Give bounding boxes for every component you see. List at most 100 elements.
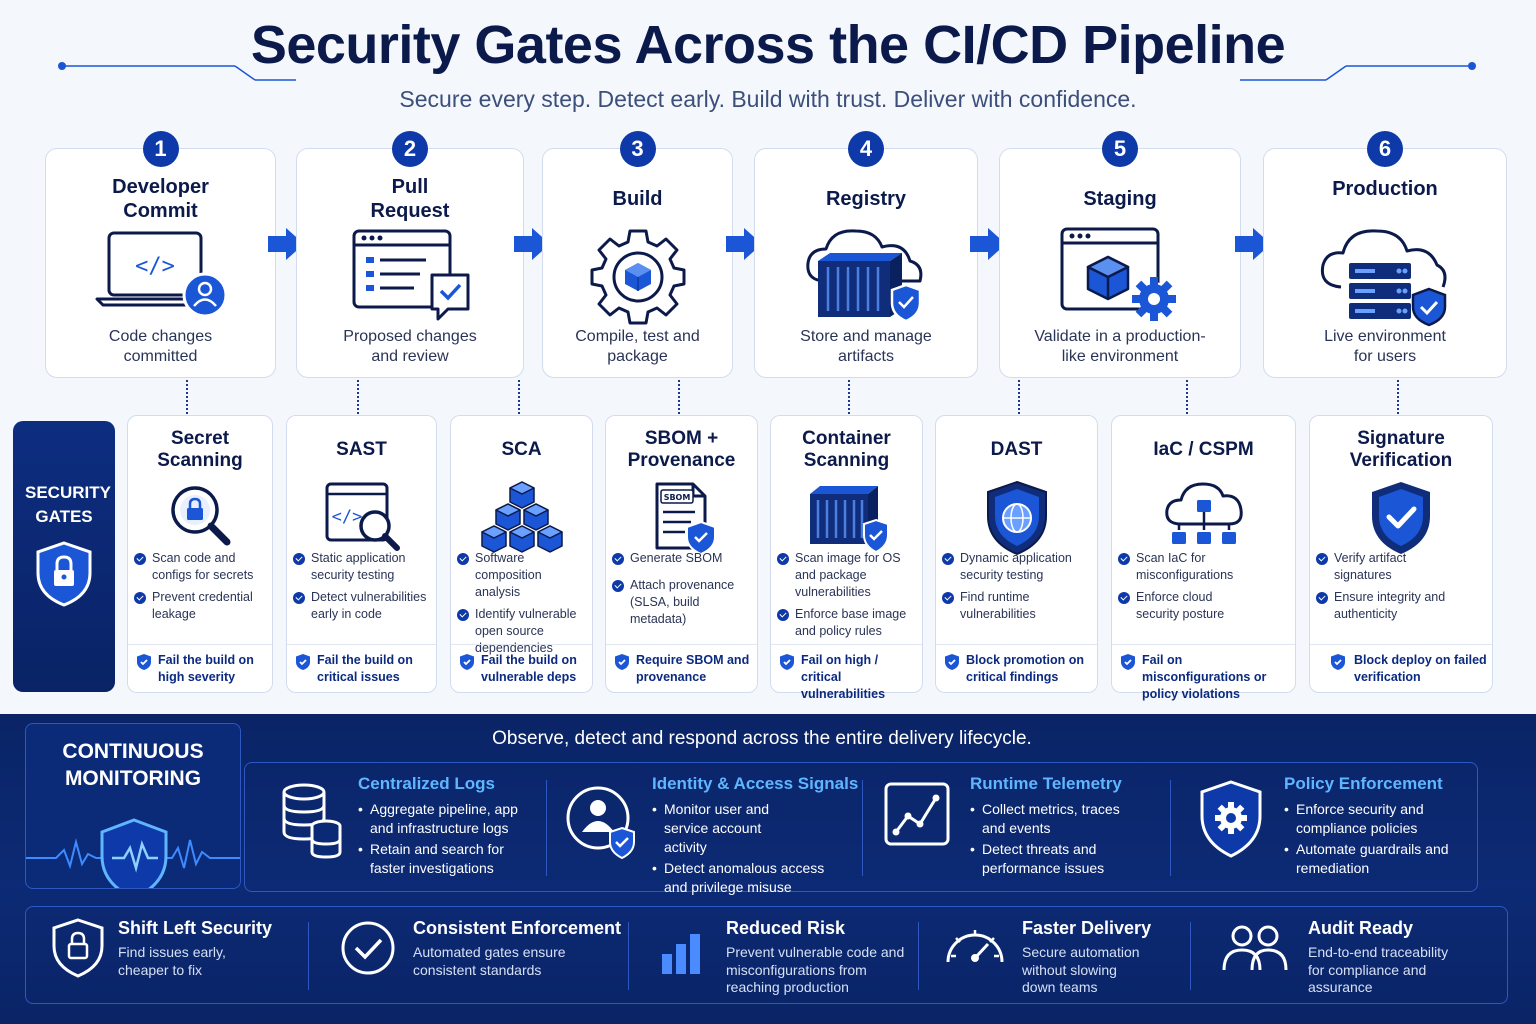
- security-gates-label: SECURITY GATES: [13, 421, 115, 692]
- shield-heartbeat-icon: [26, 818, 240, 888]
- stage-description: Compile, test and package: [575, 328, 700, 365]
- stage-title: Registry: [825, 188, 907, 210]
- continuous-monitoring-text: CONTINUOUS MONITORING: [62, 740, 204, 790]
- cubes-icon: [480, 481, 563, 553]
- chart-line-icon: [884, 782, 950, 846]
- gate-item-text: Scan image for OS and package vulnerabil…: [795, 551, 901, 599]
- gate-card-secret-scanning: Secret Scanning Scan code and configs fo…: [127, 415, 273, 693]
- benefit-desc: Automated gates ensure consistent standa…: [413, 944, 566, 978]
- database-icon: [282, 783, 342, 859]
- browser-review-icon: [352, 229, 470, 321]
- stage-number: 6: [1367, 131, 1403, 167]
- gate-item-text: Enforce base image and policy rules: [795, 607, 907, 638]
- check-icon: [612, 553, 624, 565]
- gate-policy-footer: Fail the build on high severity: [128, 644, 272, 692]
- sbom-tag: SBOM: [663, 493, 690, 502]
- stage-number: 5: [1102, 131, 1138, 167]
- connector-line: [1018, 380, 1020, 414]
- gate-footer-text: Fail on high / critical vulnerabilities: [801, 653, 886, 701]
- gate-check-item: Detect vulnerabilities early in code: [293, 589, 432, 623]
- gate-footer-text: Block promotion on critical findings: [966, 653, 1085, 684]
- gate-check-item: Prevent credential leakage: [134, 589, 268, 623]
- flow-arrow-icon: [514, 228, 550, 260]
- gate-title: IaC / CSPM: [1153, 439, 1254, 460]
- check-icon: [293, 592, 305, 604]
- divider: [308, 922, 309, 990]
- gate-policy-footer: Block deploy on failed verification: [1310, 644, 1492, 692]
- shield-small-icon: [137, 654, 151, 670]
- flow-arrow-icon: [268, 228, 304, 260]
- gate-check-item: Scan image for OS and package vulnerabil…: [777, 550, 918, 601]
- check-icon: [777, 609, 789, 621]
- check-icon: [134, 553, 146, 565]
- benefit-desc: Secure automation without slowing down t…: [1022, 944, 1140, 995]
- monitor-item-identity-access: Identity & Access Signals Monitor user a…: [566, 772, 866, 895]
- stage-title: Build: [612, 188, 663, 210]
- circuit-decoration-left: [58, 62, 296, 81]
- stage-title: Pull Request: [370, 176, 450, 222]
- monitor-bullet: Enforce security and compliance policies: [1284, 800, 1468, 838]
- shield-small-icon: [296, 654, 310, 670]
- svg-text:</>: </>: [331, 507, 362, 527]
- check-icon: [1316, 553, 1328, 565]
- stage-card-staging: 5 Staging Validate in a production-like …: [999, 131, 1241, 378]
- gate-check-item: Software composition analysis: [457, 550, 588, 601]
- check-icon: [1118, 553, 1130, 565]
- benefit-faster-delivery: Faster Delivery Secure automation withou…: [942, 914, 1182, 998]
- gate-item-text: Dynamic application security testing: [960, 551, 1072, 582]
- check-icon: [942, 553, 954, 565]
- stage-card-developer-commit: 1 Developer Commit </> Code changes comm…: [45, 131, 276, 378]
- check-icon: [1118, 592, 1130, 604]
- benefit-desc: End-to-end traceability for compliance a…: [1308, 944, 1449, 995]
- gate-item-text: Software composition analysis: [475, 551, 542, 599]
- gate-footer-text: Require SBOM and provenance: [636, 653, 750, 684]
- gate-title: Container Scanning: [802, 428, 891, 471]
- monitor-bullet: Collect metrics, traces and events: [970, 800, 1164, 838]
- stage-number: 3: [619, 131, 656, 167]
- shield-small-icon: [1331, 654, 1345, 670]
- check-icon: [134, 592, 146, 604]
- shield-globe-icon: [986, 480, 1047, 556]
- check-circle-icon: [341, 921, 395, 975]
- connector-line: [357, 380, 359, 414]
- gate-item-text: Enforce cloud security posture: [1136, 590, 1225, 621]
- shield-small-icon: [780, 654, 794, 670]
- monitor-bullet: Detect threats and performance issues: [970, 840, 1164, 878]
- flow-arrow-icon: [970, 228, 1006, 260]
- connector-line: [518, 380, 520, 414]
- gate-card-sbom-provenance: SBOM + Provenance SBOM Generate SBOM Att…: [605, 415, 758, 693]
- stage-description: Proposed changes and review: [343, 328, 477, 365]
- stage-description: Live environment for users: [1324, 328, 1446, 365]
- check-icon: [612, 580, 624, 592]
- monitor-title: Centralized Logs: [358, 774, 495, 793]
- flow-arrow-icon: [1235, 228, 1271, 260]
- divider: [628, 922, 629, 990]
- gate-card-signature-verification: Signature Verification Verify artifact s…: [1309, 415, 1493, 693]
- connector-line: [678, 380, 680, 414]
- gear-cube-icon: [590, 229, 685, 325]
- benefit-title: Shift Left Security: [118, 918, 273, 938]
- shield-lock-icon: [36, 541, 92, 607]
- gate-check-item: Verify artifact signatures: [1316, 550, 1488, 584]
- gate-item-text: Find runtime vulnerabilities: [960, 590, 1036, 621]
- monitor-bullet: Retain and search for faster investigati…: [358, 840, 538, 878]
- benefit-reduced-risk: Reduced Risk Prevent vulnerable code and…: [656, 914, 916, 998]
- monitoring-tagline: Observe, detect and respond across the e…: [492, 728, 1032, 749]
- gate-item-text: Ensure integrity and authenticity: [1334, 590, 1446, 621]
- monitor-bullet: Monitor user and service account activit…: [652, 800, 866, 857]
- gate-check-item: Enforce base image and policy rules: [777, 606, 918, 640]
- benefit-audit-ready: Audit Ready End-to-end traceability for …: [1220, 914, 1490, 998]
- gate-policy-footer: Fail the build on vulnerable deps: [451, 644, 592, 692]
- gate-card-sca: SCA Software composition analysis Identi…: [450, 415, 593, 693]
- container-shield-icon: [809, 486, 889, 554]
- check-icon: [457, 553, 469, 565]
- shield-check-icon: [1372, 482, 1430, 554]
- gate-footer-text: Fail the build on high severity: [158, 653, 254, 684]
- gate-item-text: Generate SBOM: [630, 551, 723, 565]
- gate-title: Signature Verification: [1349, 428, 1453, 471]
- gate-item-text: Scan code and configs for secrets: [152, 551, 254, 582]
- continuous-monitoring-label: CONTINUOUS MONITORING: [25, 723, 241, 889]
- stage-card-build: 3 Build Compile, test and package: [542, 131, 733, 378]
- monitor-bullet: Detect anomalous access and privilege mi…: [652, 859, 866, 897]
- check-icon: [1316, 592, 1328, 604]
